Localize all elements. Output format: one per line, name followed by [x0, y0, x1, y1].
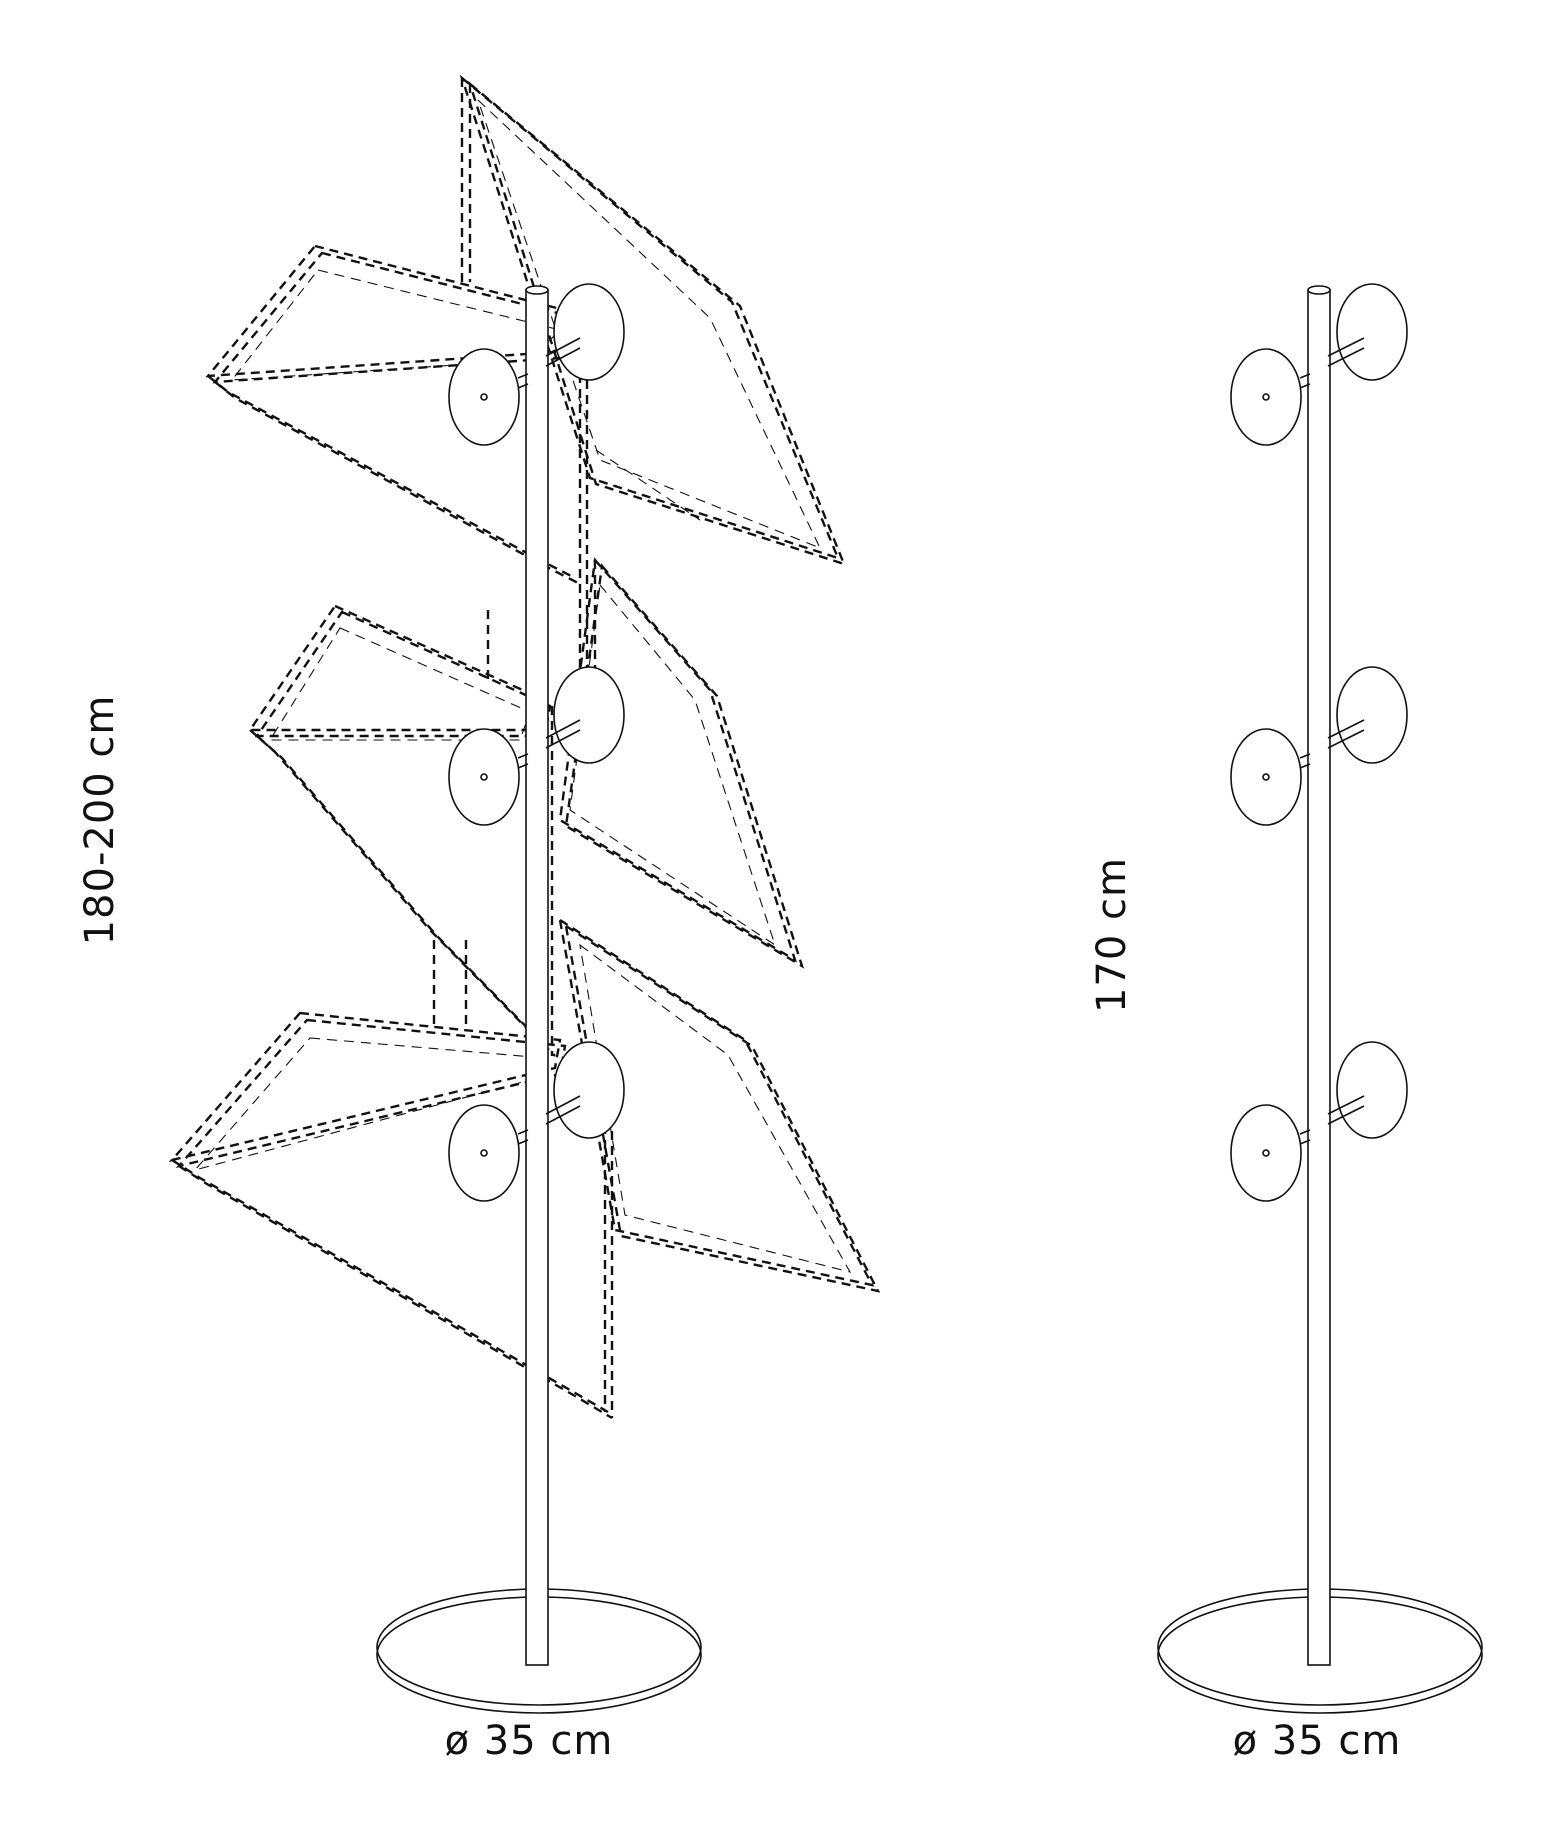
right-diameter-label: ø 35 cm: [1232, 1718, 1402, 1764]
right-pole: [1307, 289, 1331, 1666]
panel-middle-left: [247, 604, 556, 1057]
left-hooks: [448, 283, 625, 1202]
right-stand: [1157, 283, 1483, 1714]
left-stand: [168, 74, 881, 1714]
left-diameter-label: ø 35 cm: [444, 1718, 614, 1764]
left-height-label: 180-200 cm: [77, 694, 123, 946]
panel-middle-right: [558, 557, 805, 969]
panel-top-right: [459, 74, 847, 566]
right-height-label: 170 cm: [1089, 856, 1135, 1014]
right-hooks: [1230, 283, 1408, 1202]
left-pole: [525, 289, 549, 1666]
